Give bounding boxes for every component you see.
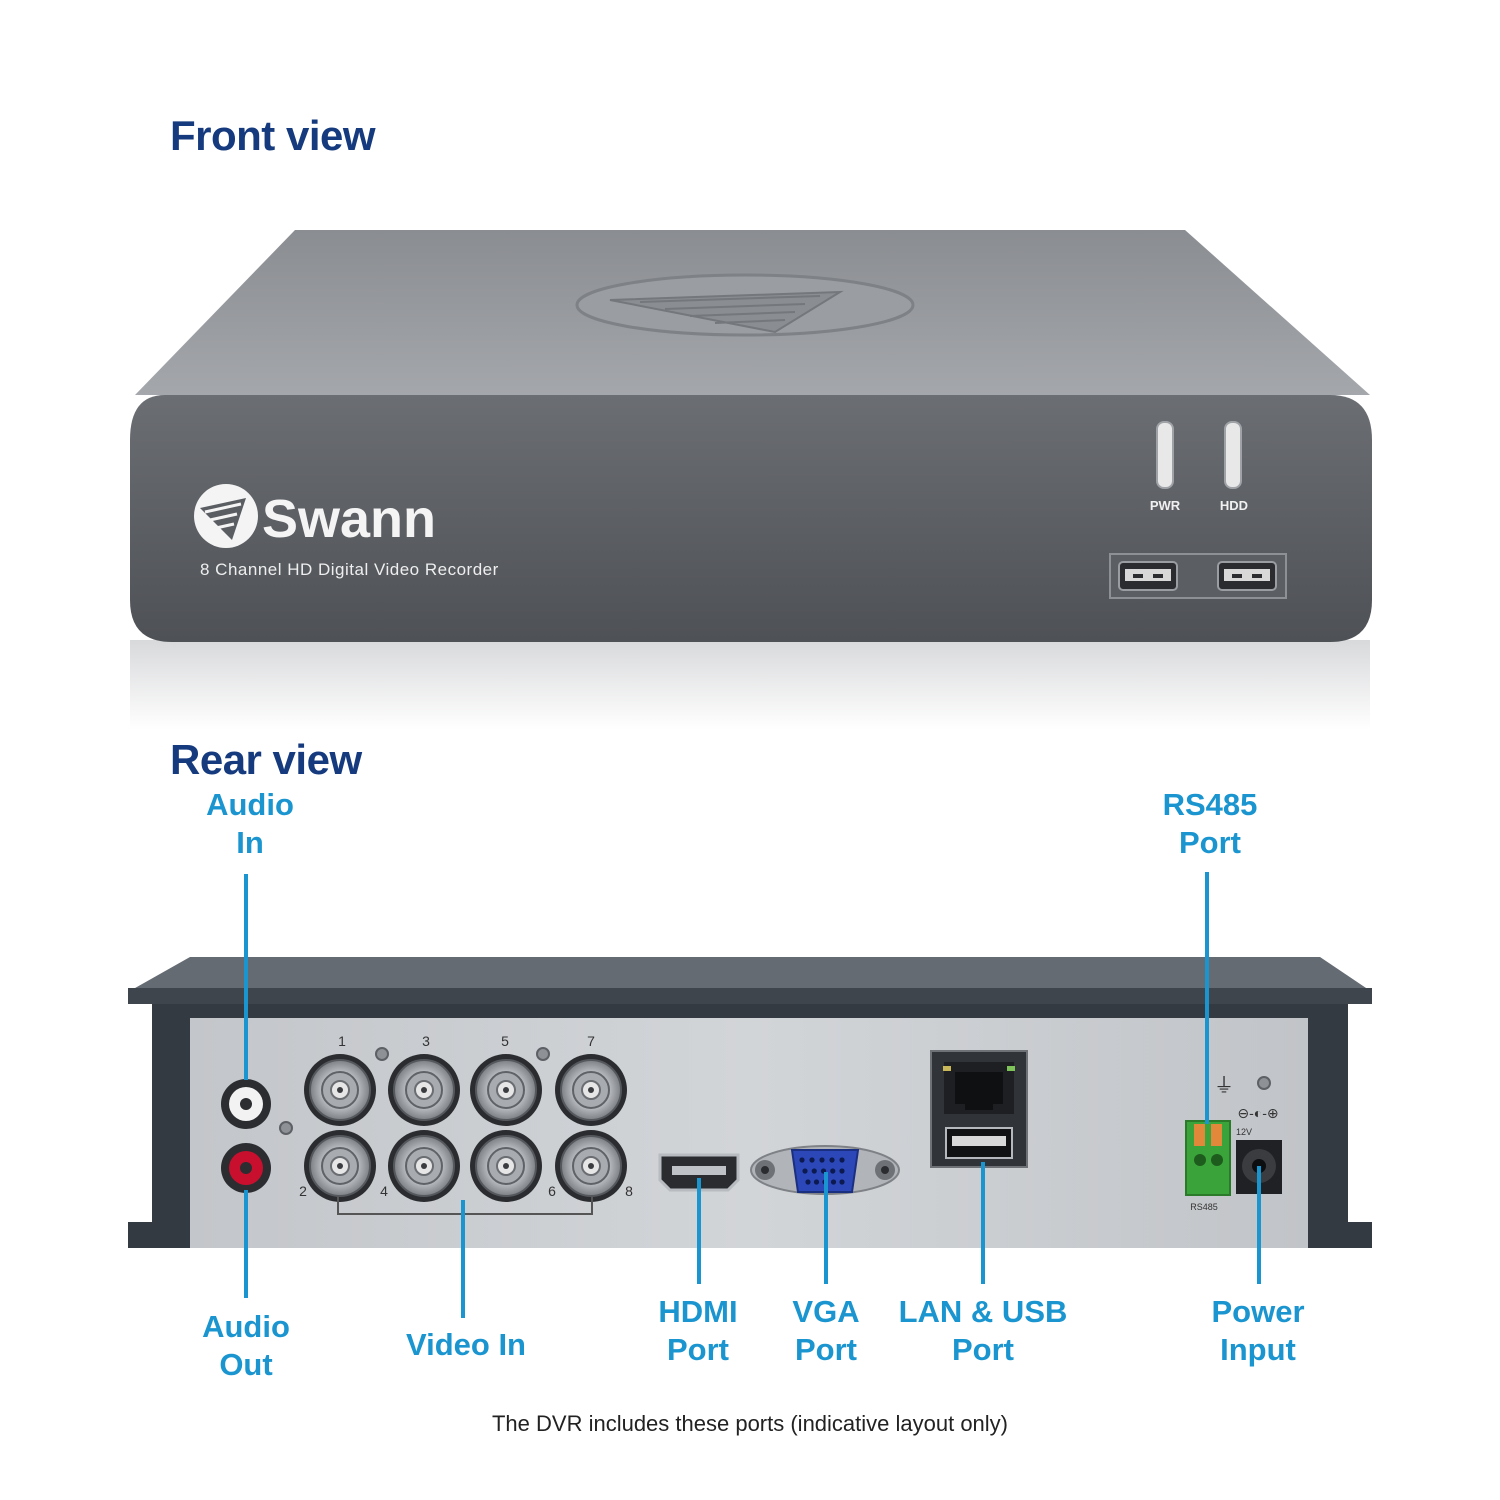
bnc-number-2: 2 xyxy=(299,1183,307,1199)
usb-port-icon xyxy=(1118,561,1178,591)
screw-icon xyxy=(1257,1076,1271,1090)
bnc-number-1: 1 xyxy=(338,1033,346,1049)
vga-pin xyxy=(811,1168,817,1174)
front-face xyxy=(130,395,1372,642)
vga-pin xyxy=(830,1179,837,1185)
screw-icon xyxy=(375,1047,389,1061)
bnc-number-4: 4 xyxy=(380,1183,388,1199)
leader-lines xyxy=(244,872,1261,1318)
rs485-small-label: RS485 xyxy=(1190,1202,1218,1212)
bnc-connector-icon xyxy=(304,1054,376,1126)
vga-pin xyxy=(799,1157,805,1163)
vga-pin xyxy=(829,1157,835,1163)
label-vga: VGA Port xyxy=(792,1294,860,1367)
hdmi-port-icon xyxy=(658,1153,740,1192)
ground-symbol-icon: ⏚ xyxy=(1214,1075,1234,1097)
bnc-number-8: 8 xyxy=(625,1183,633,1199)
vga-pin xyxy=(839,1157,845,1163)
bnc-connectors xyxy=(304,1054,627,1202)
led-hdd-label: HDD xyxy=(1220,498,1248,513)
label-rs485: RS485 Port xyxy=(1162,787,1258,860)
label-audio-out: Audio Out xyxy=(202,1309,290,1382)
bnc-connector-icon xyxy=(304,1130,376,1202)
front-reflection xyxy=(130,640,1370,730)
usb-port-icon xyxy=(1217,561,1277,591)
bnc-number-7: 7 xyxy=(587,1033,595,1049)
embossed-logo-icon xyxy=(575,273,915,337)
swann-logo-icon xyxy=(194,484,258,548)
front-dvr: Swann 8 Channel HD Digital Video Recorde… xyxy=(130,230,1372,730)
brand-name: Swann xyxy=(262,489,436,549)
bnc-connector-icon xyxy=(555,1054,627,1126)
led-pwr-indicator xyxy=(1156,421,1174,489)
vga-pin xyxy=(809,1157,815,1163)
label-power: Power Input xyxy=(1211,1294,1305,1367)
voltage-small-label: 12V xyxy=(1236,1127,1252,1137)
bnc-number-5: 5 xyxy=(501,1033,509,1049)
vga-pin xyxy=(839,1168,845,1174)
label-hdmi: HDMI Port xyxy=(658,1294,738,1367)
polarity-symbol-icon: ⊖-◐-⊕ xyxy=(1237,1105,1278,1121)
audio-out-jack-icon xyxy=(221,1143,271,1193)
caption: The DVR includes these ports (indicative… xyxy=(491,1411,1009,1436)
led-hdd-indicator xyxy=(1224,421,1242,489)
screw-icon xyxy=(536,1047,550,1061)
audio-in-jack-icon xyxy=(221,1079,271,1129)
bnc-connector-icon xyxy=(388,1130,460,1202)
rear-lid-edge xyxy=(128,988,1372,1004)
label-audio-in: Audio In xyxy=(206,787,294,860)
bnc-number-3: 3 xyxy=(422,1033,430,1049)
label-video-in: Video In xyxy=(405,1327,526,1362)
screw-icon xyxy=(279,1121,293,1135)
vga-pin xyxy=(819,1157,825,1163)
rear-dvr: 1 3 5 7 2 4 6 8 xyxy=(128,957,1372,1248)
vga-pin xyxy=(805,1179,811,1185)
bnc-connector-icon xyxy=(388,1054,460,1126)
bnc-connector-icon xyxy=(470,1130,542,1202)
lan-usb-port-icon xyxy=(930,1050,1028,1168)
vga-pin xyxy=(802,1168,808,1174)
vga-pin xyxy=(839,1179,845,1185)
bnc-connector-icon xyxy=(470,1054,542,1126)
rear-view-heading: Rear view xyxy=(170,736,362,783)
front-view-heading: Front view xyxy=(170,112,376,159)
rs485-terminal-icon xyxy=(1185,1120,1231,1196)
vga-pin xyxy=(830,1168,836,1174)
vga-pin xyxy=(813,1179,820,1185)
led-pwr-label: PWR xyxy=(1150,498,1181,513)
rear-lid xyxy=(128,957,1372,992)
bnc-connector-icon xyxy=(555,1130,627,1202)
label-lan-usb: LAN & USB Port xyxy=(898,1294,1068,1367)
bnc-number-6: 6 xyxy=(548,1183,556,1199)
model-text: 8 Channel HD Digital Video Recorder xyxy=(200,560,499,579)
